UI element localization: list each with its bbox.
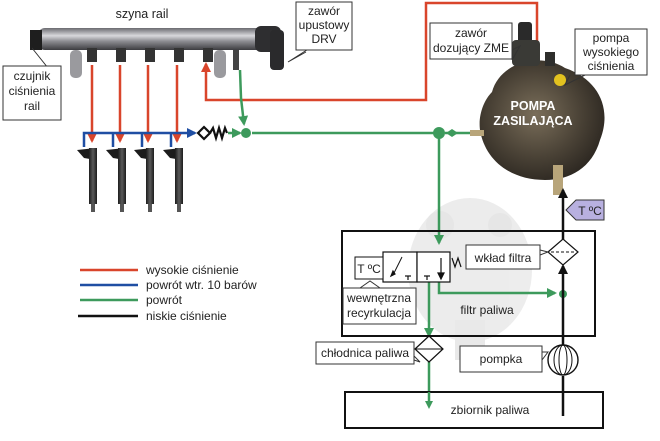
fuel-cooler: chłodnica paliwa xyxy=(315,335,444,365)
internal-recirc-callout: wewnętrzna recyrkulacja xyxy=(342,280,417,325)
internal-recirc-label-1: wewnętrzna xyxy=(346,291,411,305)
legend-item: wysokie ciśnienie xyxy=(80,263,239,277)
svg-text:wysokie ciśnienie: wysokie ciśnienie xyxy=(145,263,239,277)
feed-pump-label-1: POMPA xyxy=(511,99,556,113)
svg-text:niskie ciśnienie: niskie ciśnienie xyxy=(146,309,227,323)
fuel-tank: zbiornik paliwa xyxy=(344,391,604,429)
hp-pump-callout: pompa wysokiego ciśnienia xyxy=(563,28,648,87)
return-10bar-lines xyxy=(82,128,197,147)
feed-pump-label-2: ZASILAJĄCA xyxy=(493,114,572,128)
hp-pump-label-2: wysokiego xyxy=(582,45,639,59)
fuel-tank-label: zbiornik paliwa xyxy=(451,403,530,417)
return-junctions xyxy=(241,127,567,298)
filter-insert: wkład filtra xyxy=(465,238,579,270)
fuel-filter-label: filtr paliwa xyxy=(460,303,514,317)
high-pressure-lines xyxy=(87,1,539,143)
hand-pump-label: pompka xyxy=(480,352,523,366)
legend-item: niskie ciśnienie xyxy=(78,309,227,323)
drv-label-2: upustowy xyxy=(299,18,350,32)
drv-valve-callout: zawór upustowy DRV xyxy=(287,1,353,63)
thermostatic-valve xyxy=(382,251,462,283)
legend-item: powrót xyxy=(80,293,183,307)
legend: wysokie ciśnienie powrót wtr. 10 barów p… xyxy=(78,263,257,323)
drv-label-1: zawór xyxy=(308,4,340,18)
internal-recirc-label-2: recyrkulacja xyxy=(347,306,411,320)
rail-sensor-label-3: rail xyxy=(24,99,40,113)
hand-pump: pompka xyxy=(459,344,579,376)
injector xyxy=(134,148,154,212)
legend-item: powrót wtr. 10 barów xyxy=(80,278,257,292)
rail-sensor-label-2: ciśnienia xyxy=(9,84,56,98)
filter-insert-label: wkład filtra xyxy=(474,251,532,265)
injector xyxy=(106,148,126,212)
rail-sensor-label-1: czujnik xyxy=(14,69,52,83)
common-rail xyxy=(30,26,284,78)
svg-text:powrót: powrót xyxy=(146,293,183,307)
zme-label-2: dozujący ZME xyxy=(433,41,509,55)
rail-pressure-sensor-callout: czujnik ciśnienia rail xyxy=(2,47,62,121)
temp-sensor-inner-label: T ºC xyxy=(357,262,381,276)
temp-sensor-top: T ºC xyxy=(565,199,605,221)
fuel-filter-box xyxy=(341,230,596,337)
zme-label-1: zawór xyxy=(455,26,487,40)
injector xyxy=(77,148,97,212)
svg-text:powrót wtr. 10 barów: powrót wtr. 10 barów xyxy=(146,278,257,292)
check-valve-icon xyxy=(196,124,229,142)
zme-valve-callout: zawór dozujący ZME xyxy=(429,22,522,61)
hp-pump-label-1: pompa xyxy=(593,31,630,45)
injector xyxy=(163,148,183,212)
rail-label: szyna rail xyxy=(116,7,169,21)
temp-sensor-top-label: T ºC xyxy=(578,204,602,218)
drv-label-3: DRV xyxy=(311,32,336,46)
temp-sensor-inner: T ºC xyxy=(354,256,384,280)
hp-pump-label-3: ciśnienia xyxy=(588,59,635,73)
fuel-cooler-label: chłodnica paliwa xyxy=(321,346,409,360)
injectors xyxy=(77,148,183,212)
